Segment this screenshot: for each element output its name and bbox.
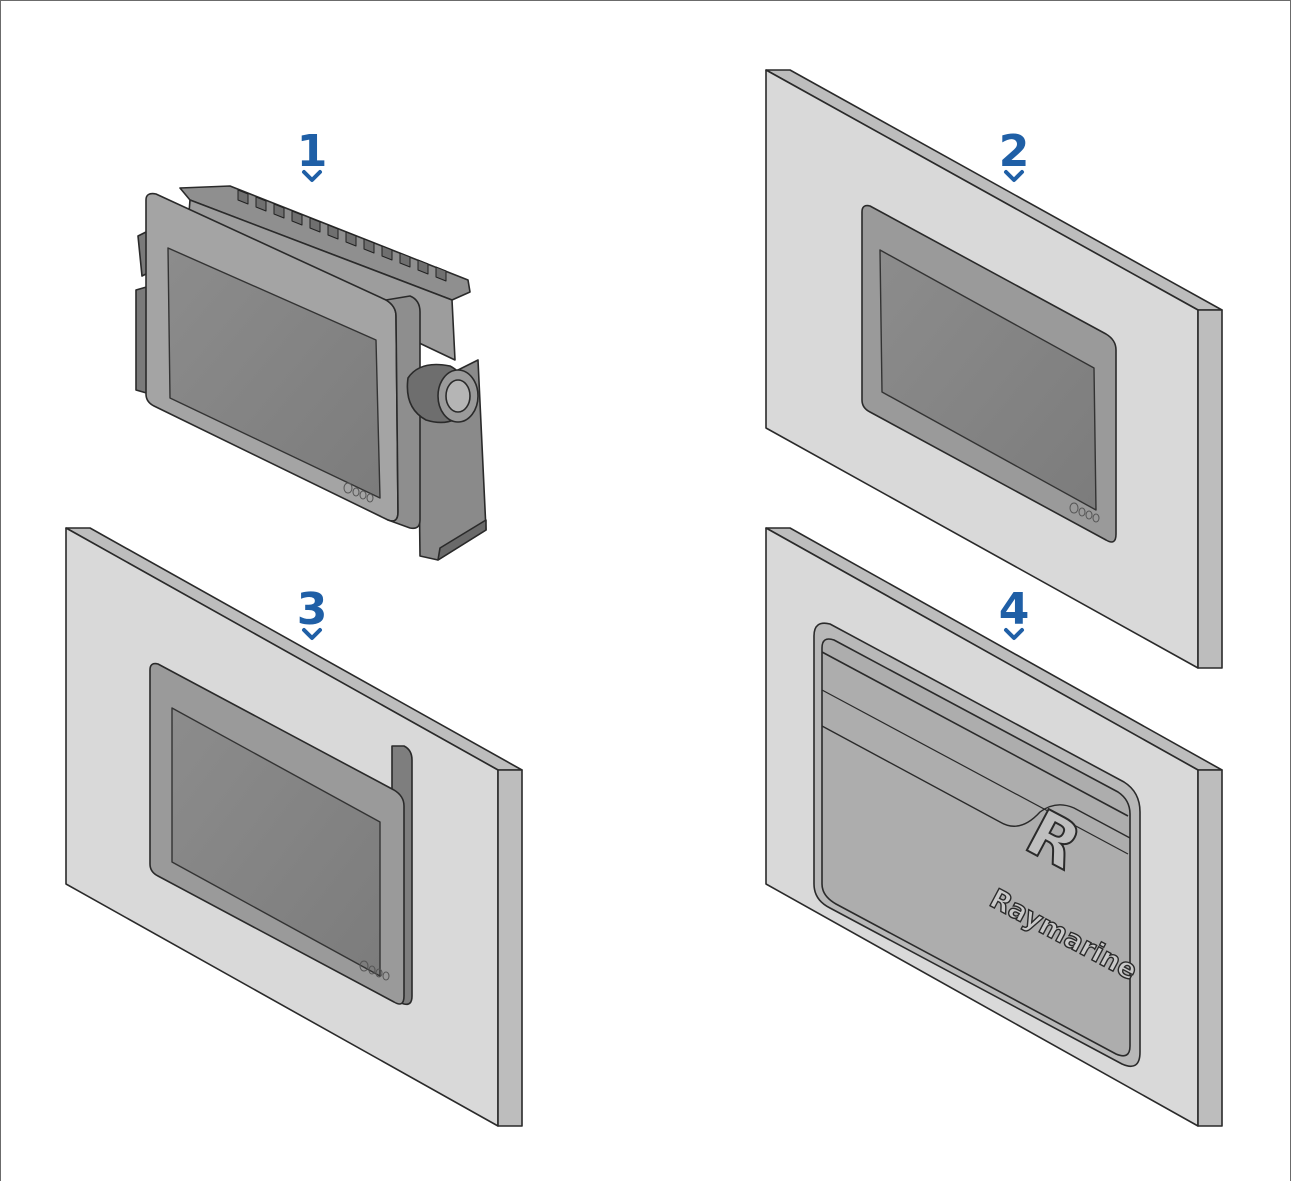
callout-3: 3 — [297, 584, 328, 640]
callout-2: 2 — [999, 126, 1030, 182]
chevron-down-icon — [1004, 628, 1024, 640]
flush-mount-display — [861, 204, 1117, 543]
bracket-mount-display — [135, 185, 487, 561]
sun-cover — [813, 622, 1141, 1068]
chevron-down-icon — [1004, 170, 1024, 182]
surface-mount-display — [149, 662, 413, 1006]
callout-4: 4 — [999, 584, 1030, 640]
callout-number: 2 — [999, 126, 1030, 177]
callout-number: 3 — [297, 584, 328, 635]
chevron-down-icon — [302, 628, 322, 640]
callout-number: 4 — [999, 584, 1030, 635]
chevron-down-icon — [302, 170, 322, 182]
callout-number: 1 — [297, 126, 328, 177]
callout-1: 1 — [297, 126, 328, 182]
